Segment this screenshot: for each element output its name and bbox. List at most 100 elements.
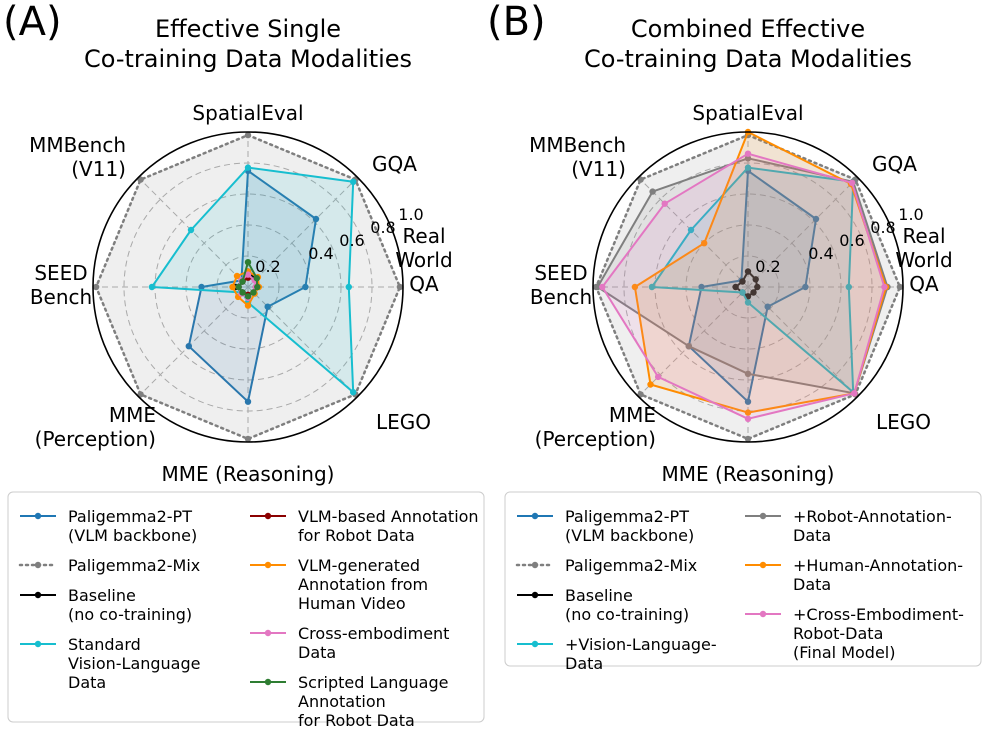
legend-label: Baseline(no co-training) — [68, 586, 192, 624]
data-point — [744, 155, 752, 162]
data-point — [244, 302, 252, 309]
data-point — [250, 289, 257, 296]
data-point — [744, 164, 752, 171]
data-point — [264, 303, 271, 310]
data-point — [244, 271, 252, 278]
legend-swatch-marker — [34, 512, 42, 520]
data-point — [396, 283, 404, 291]
legend-box — [504, 491, 982, 667]
data-point — [244, 131, 252, 139]
data-point — [685, 343, 692, 350]
data-point — [845, 283, 852, 291]
series-fill — [596, 135, 900, 439]
radial-tick-label: 0.4 — [808, 244, 833, 263]
legend-label: +Cross-Embodiment-Robot-Data(Final Model… — [793, 605, 964, 662]
legend-swatch-marker — [34, 561, 42, 569]
radial-tick-label: 0.2 — [255, 257, 280, 276]
axis-label: SpatialEval — [192, 101, 303, 125]
legend-swatch-marker — [531, 591, 539, 599]
legend-swatch-marker — [531, 640, 539, 648]
data-point — [244, 293, 252, 300]
radial-tick-label: 1.0 — [898, 205, 923, 224]
series-fill — [597, 158, 888, 394]
data-point — [647, 381, 654, 388]
legend-swatch-marker — [531, 561, 539, 569]
data-point — [744, 370, 752, 377]
axis-label: LEGO — [876, 410, 931, 434]
data-point — [350, 178, 357, 185]
data-point — [594, 283, 601, 291]
legend-label: Paligemma2-Mix — [565, 556, 697, 575]
radial-tick-label: 0.6 — [839, 231, 864, 250]
data-point — [754, 283, 761, 291]
radial-tick-label: 0.8 — [370, 218, 395, 237]
legend-swatch-marker — [759, 512, 767, 520]
data-point — [752, 276, 759, 283]
data-point — [244, 435, 252, 443]
data-point — [739, 289, 746, 296]
data-point — [92, 283, 100, 291]
data-point — [848, 179, 856, 187]
legend-swatch-marker — [759, 610, 767, 618]
data-point — [701, 240, 708, 247]
radial-tick-label: 0.6 — [339, 231, 364, 250]
legend-label: Baseline(no co-training) — [565, 586, 689, 624]
data-point — [744, 150, 752, 157]
legend-swatch-marker — [531, 512, 539, 520]
legend-label: Paligemma2-PT(VLM backbone) — [565, 507, 694, 545]
radial-tick-label: 0.8 — [870, 218, 895, 237]
grid-spoke — [138, 177, 249, 288]
data-point — [637, 391, 644, 398]
data-point — [851, 390, 858, 397]
axis-label: MME(Perception) — [35, 403, 156, 451]
series-fill — [651, 167, 854, 393]
axis-label: MME(Perception) — [535, 403, 656, 451]
data-point — [244, 259, 252, 266]
legend-a: Paligemma2-PT(VLM backbone)Paligemma2-Mi… — [7, 491, 485, 729]
axis-label: GQA — [872, 152, 917, 176]
legend-swatch-marker — [759, 561, 767, 569]
outer-ring — [92, 131, 404, 443]
data-point — [687, 226, 695, 234]
legend-b: Paligemma2-PT(VLM backbone) Paligemma2-Mi… — [504, 491, 982, 673]
legend-label: +Vision-Language-Data — [565, 635, 717, 673]
data-point — [744, 268, 752, 275]
data-point — [896, 283, 904, 291]
data-point — [239, 289, 246, 296]
axis-label: LEGO — [376, 410, 431, 434]
radial-tick-label: 0.4 — [308, 244, 333, 263]
panel-label: (A) — [3, 0, 62, 45]
data-point — [744, 435, 752, 443]
data-point — [649, 188, 656, 195]
data-point — [302, 283, 309, 291]
legend-label: Paligemma2-Mix — [68, 556, 200, 575]
panel-label: (B) — [487, 0, 546, 45]
data-point — [739, 278, 746, 285]
data-point — [599, 283, 606, 291]
grid-spoke — [638, 177, 749, 288]
data-point — [802, 283, 809, 291]
data-point — [239, 278, 246, 285]
data-point — [350, 389, 357, 396]
axis-label: SpatialEval — [692, 101, 803, 125]
series-fill — [688, 170, 816, 402]
series-fill — [602, 153, 885, 419]
data-point — [148, 283, 156, 291]
data-point — [744, 409, 752, 416]
data-point — [654, 373, 662, 381]
data-point — [661, 200, 668, 207]
radial-tick-label: 1.0 — [398, 205, 423, 224]
data-point — [744, 415, 752, 422]
data-point — [137, 391, 144, 398]
series-fill — [96, 135, 400, 439]
grid-spoke — [247, 177, 358, 288]
axis-label: MMBench(V11) — [29, 133, 126, 181]
series-fill — [634, 132, 886, 413]
outer-ring — [592, 131, 904, 443]
